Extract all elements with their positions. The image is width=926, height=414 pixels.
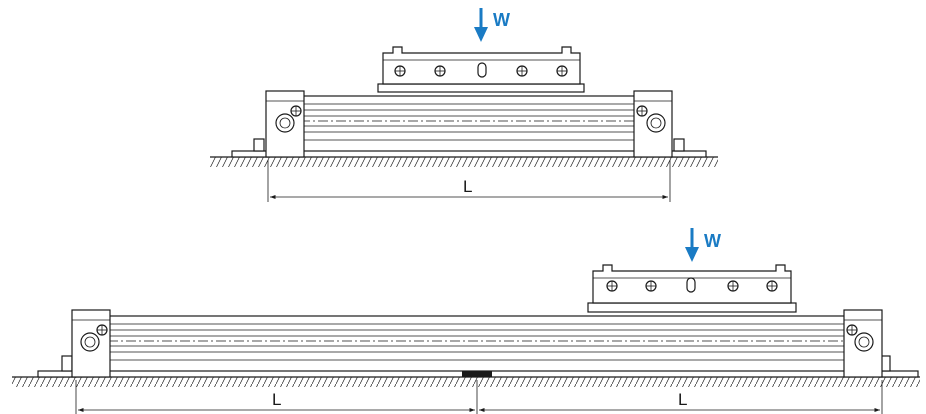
slot-2 xyxy=(686,277,696,293)
rail-body xyxy=(299,95,639,152)
dimension-label: L xyxy=(463,177,472,196)
diagram-top: W L xyxy=(210,8,718,202)
load-arrow: W xyxy=(474,8,510,42)
end-cap-right-2 xyxy=(843,309,883,378)
dimension-l: L xyxy=(267,160,671,202)
clamp-left-2 xyxy=(61,355,73,372)
base-plate-right xyxy=(669,150,707,158)
dimension-right-label: L xyxy=(678,390,687,409)
rail-body-2 xyxy=(107,315,849,372)
base-plate-left-2 xyxy=(37,370,77,378)
load-label-2: W xyxy=(704,231,721,251)
diagram-bottom: W L L xyxy=(12,228,920,414)
dimension-l-left: L xyxy=(75,380,478,414)
end-cap-left-2 xyxy=(71,309,111,378)
load-label: W xyxy=(493,10,510,30)
base-plate-right-2 xyxy=(879,370,919,378)
end-cap-right xyxy=(633,90,673,158)
end-cap-left xyxy=(265,90,305,158)
base-plate-left xyxy=(231,150,269,158)
carriage-2 xyxy=(587,264,797,313)
dimension-l-right: L xyxy=(479,380,883,414)
carriage xyxy=(377,46,585,93)
load-arrow-2: W xyxy=(685,228,721,262)
middle-support xyxy=(462,371,492,377)
ground-surface xyxy=(210,156,718,167)
clamp-right xyxy=(673,138,685,152)
dimension-left-label: L xyxy=(272,390,281,409)
clamp-left xyxy=(253,138,265,152)
slot xyxy=(477,62,487,78)
ground-surface-2 xyxy=(12,376,920,387)
